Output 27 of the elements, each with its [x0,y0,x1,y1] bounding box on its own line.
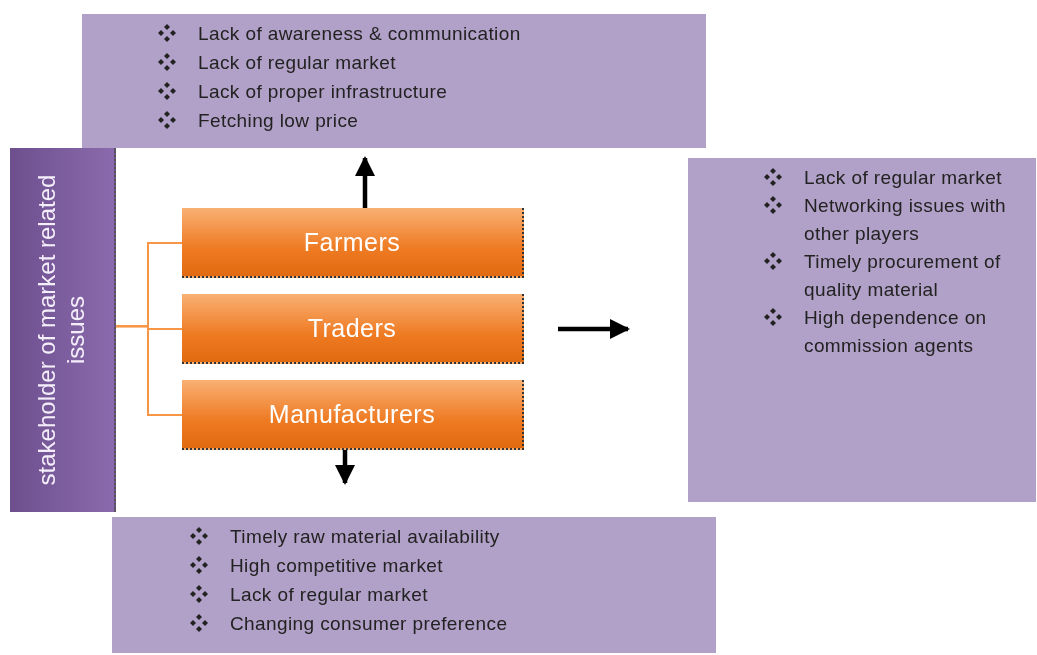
issue-text: Lack of regular market [804,166,1003,190]
banner-title: stakeholder of market related issues [33,173,90,488]
arrow [354,156,376,208]
issues-box [112,517,716,653]
issue-text: Lack of regular market [230,583,429,607]
issue-text: Networking issues with other players [804,194,1008,246]
arrow [558,318,631,340]
issue-text: High competitive market [230,554,444,578]
issue-text: Timely raw material availability [230,525,501,549]
issue-text: Fetching low price [198,109,360,133]
stakeholder-label: Farmers [303,227,401,257]
connector-line [115,325,183,416]
issue-text: High dependence on commission agents [804,306,988,358]
stakeholder-box [182,294,524,364]
issue-text: Lack of proper infrastructure [198,80,449,104]
stakeholder-label: Manufacturers [268,399,436,429]
issues-box [688,158,1036,502]
stakeholder-box [182,208,524,278]
issue-text: Lack of regular market [198,51,397,75]
issue-text: Lack of awareness & communication [198,22,522,46]
vertical-banner [10,148,116,512]
issues-box [82,14,706,148]
issue-text: Timely procurement of quality material [804,250,1002,302]
issue-text: Changing consumer preference [230,612,509,636]
arrow [334,450,356,486]
stakeholder-label: Traders [307,313,397,343]
stakeholder-box [182,380,524,450]
